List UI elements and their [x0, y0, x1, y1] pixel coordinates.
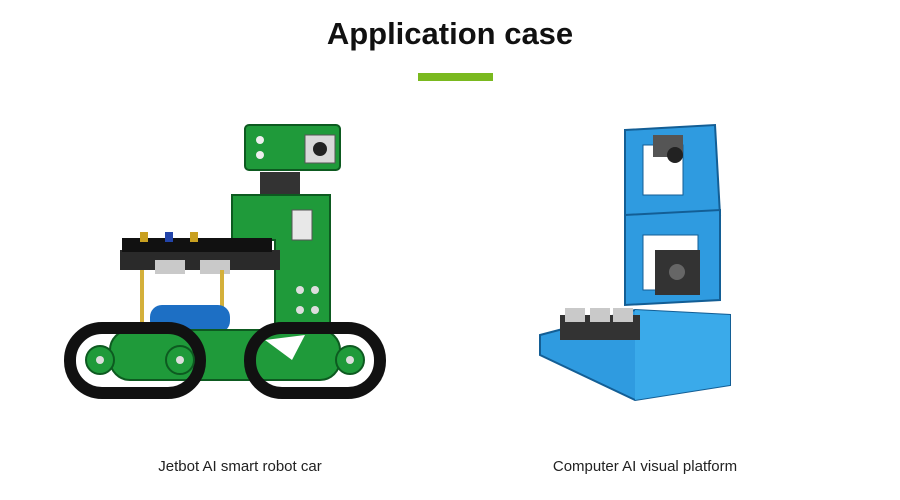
tracked-robot-car-image — [64, 124, 386, 399]
caption-visual-platform: Computer AI visual platform — [552, 458, 738, 475]
caption-jetbot: Jetbot AI smart robot car — [158, 458, 322, 475]
title-underline — [418, 73, 493, 81]
pan-tilt-camera-platform-image — [539, 123, 731, 402]
page-title: Application case — [326, 16, 574, 51]
